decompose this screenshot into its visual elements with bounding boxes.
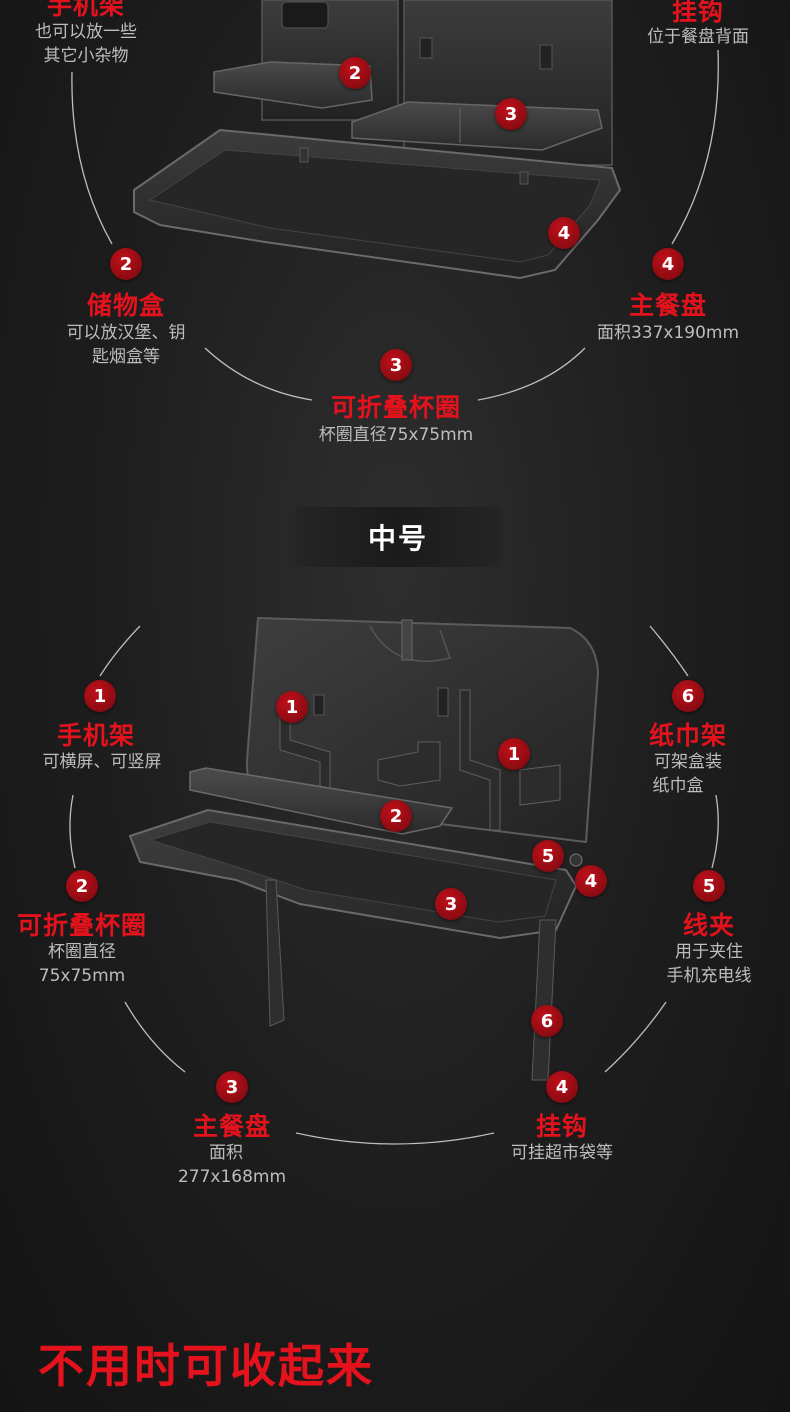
product-badge-clip: 5 bbox=[532, 840, 564, 872]
callout-desc-phone-2: 其它小杂物 bbox=[43, 46, 129, 66]
callout-title-tissue: 纸巾架 bbox=[648, 721, 728, 750]
badge-storage: 2 bbox=[110, 248, 142, 280]
callout-title-hook-medium: 挂钩 bbox=[535, 1112, 589, 1141]
badge-main-tray: 3 bbox=[216, 1071, 248, 1103]
product-badge-storage: 2 bbox=[339, 57, 371, 89]
callout-desc-tissue-2: 纸巾盒 bbox=[652, 776, 704, 796]
callout-title-tray: 主餐盘 bbox=[628, 291, 708, 320]
product-badge-hook: 4 bbox=[575, 865, 607, 897]
callout-title-storage: 储物盒 bbox=[86, 291, 166, 320]
product-badge-cup: 2 bbox=[380, 800, 412, 832]
callout-desc-storage-1: 可以放汉堡、钥 bbox=[66, 323, 186, 343]
callout-title-cup-ring: 可折叠杯圈 bbox=[16, 911, 148, 940]
callout-title-phone: 手机架 bbox=[46, 0, 126, 20]
callout-title-main-tray: 主餐盘 bbox=[192, 1112, 272, 1141]
product-badge-tray: 4 bbox=[548, 217, 580, 249]
callout-desc-hook: 位于餐盘背面 bbox=[647, 27, 749, 47]
product-badge-tray: 3 bbox=[435, 888, 467, 920]
badge-phone: 1 bbox=[84, 680, 116, 712]
badge-tray: 4 bbox=[652, 248, 684, 280]
callout-title-phone-holder: 手机架 bbox=[56, 721, 136, 750]
callout-desc-storage-2: 匙烟盒等 bbox=[92, 347, 160, 367]
product-badge-phone-right: 1 bbox=[498, 738, 530, 770]
callout-desc-hook-medium: 可挂超市袋等 bbox=[511, 1143, 613, 1163]
badge-hook: 4 bbox=[546, 1071, 578, 1103]
callout-desc-clip-2: 手机充电线 bbox=[666, 966, 752, 986]
callout-desc-main-tray-1: 面积 bbox=[209, 1143, 243, 1163]
callout-desc-cup-ring-2: 75x75mm bbox=[38, 966, 126, 986]
callout-title-clip: 线夹 bbox=[682, 911, 736, 940]
callout-desc-phone-holder: 可横屏、可竖屏 bbox=[42, 752, 162, 772]
fold-away-heading: 不用时可收起来 bbox=[38, 1339, 374, 1393]
callout-title-hook: 挂钩 bbox=[671, 0, 725, 26]
product-badge-cup: 3 bbox=[495, 98, 527, 130]
size-label: 中号 bbox=[295, 507, 501, 567]
callout-desc-clip-1: 用于夹住 bbox=[675, 942, 743, 962]
badge-cup-ring: 2 bbox=[66, 870, 98, 902]
product-badge-phone-left: 1 bbox=[276, 691, 308, 723]
badge-clip: 5 bbox=[693, 870, 725, 902]
callout-desc-tissue-1: 可架盒装 bbox=[654, 752, 722, 772]
callout-desc-cup: 杯圈直径75x75mm bbox=[318, 425, 474, 445]
callout-title-cup: 可折叠杯圈 bbox=[330, 393, 462, 422]
callout-desc-cup-ring-1: 杯圈直径 bbox=[48, 942, 116, 962]
callout-desc-main-tray-2: 277x168mm bbox=[177, 1167, 287, 1187]
product-badge-tissue: 6 bbox=[531, 1005, 563, 1037]
badge-cup: 3 bbox=[380, 349, 412, 381]
callout-desc-tray: 面积337x190mm bbox=[596, 323, 740, 343]
callout-desc-phone-1: 也可以放一些 bbox=[35, 22, 137, 42]
badge-tissue: 6 bbox=[672, 680, 704, 712]
